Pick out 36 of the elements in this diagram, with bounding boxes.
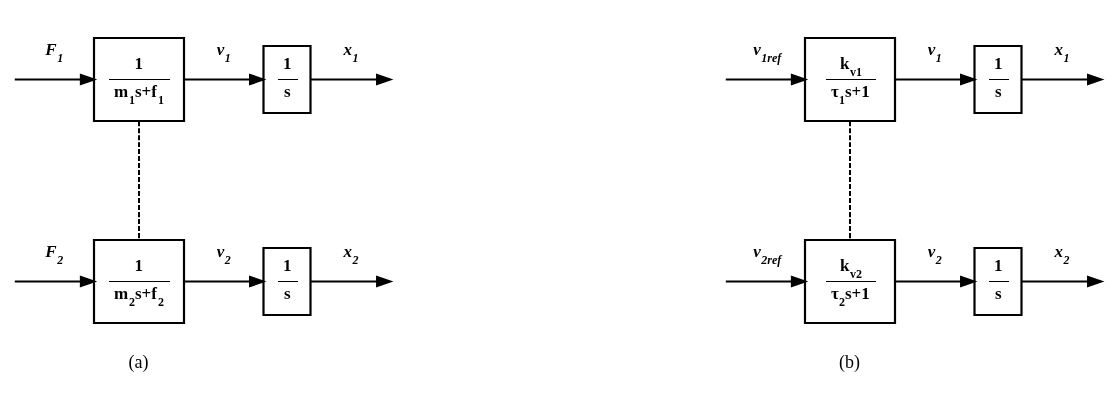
arrow — [895, 73, 978, 86]
edge-label: F$_{1}$ — [45, 40, 64, 66]
edge-label: x$_{2}$ — [343, 242, 359, 268]
arrow — [310, 275, 394, 288]
edge-label: v$_{2}$ — [927, 242, 942, 268]
label: (a) — [128, 352, 149, 373]
arrow — [184, 73, 267, 86]
node-box: 1 m$_{2}$s+f$_{2}$ — [92, 238, 186, 325]
edge-label: F$_{2}$ — [45, 242, 64, 268]
arrow — [1021, 275, 1105, 288]
node-box: 1 s — [973, 246, 1023, 317]
node-box: 1 s — [262, 246, 312, 317]
node-box: 1 s — [973, 44, 1023, 115]
connector — [138, 120, 140, 241]
arrow — [1021, 73, 1105, 86]
arrow — [725, 275, 809, 288]
arrow — [14, 73, 98, 86]
arrow — [725, 73, 809, 86]
arrow — [184, 275, 267, 288]
node-box: 1 m$_{1}$s+f$_{1}$ — [92, 36, 186, 123]
arrow — [14, 275, 98, 288]
edge-label: x$_{1}$ — [343, 40, 359, 66]
edge-label: x$_{1}$ — [1054, 40, 1070, 66]
node-box: k$_{v2}$ τ$_{2}$s+1 — [803, 238, 897, 325]
node-box: k$_{v1}$ τ$_{1}$s+1 — [803, 36, 897, 123]
arrow — [310, 73, 394, 86]
connector — [849, 120, 851, 241]
edge-label: v$_{1}$ — [216, 40, 231, 66]
edge-label: v$_{2}$ — [216, 242, 231, 268]
edge-label: x$_{2}$ — [1054, 242, 1070, 268]
node-box: 1 s — [262, 44, 312, 115]
label: (b) — [839, 352, 860, 373]
edge-label: v$_{1}$ — [927, 40, 942, 66]
arrow — [895, 275, 978, 288]
edge-label: v$_{2ref}$ — [753, 242, 782, 268]
edge-label: v$_{1ref}$ — [753, 40, 782, 66]
